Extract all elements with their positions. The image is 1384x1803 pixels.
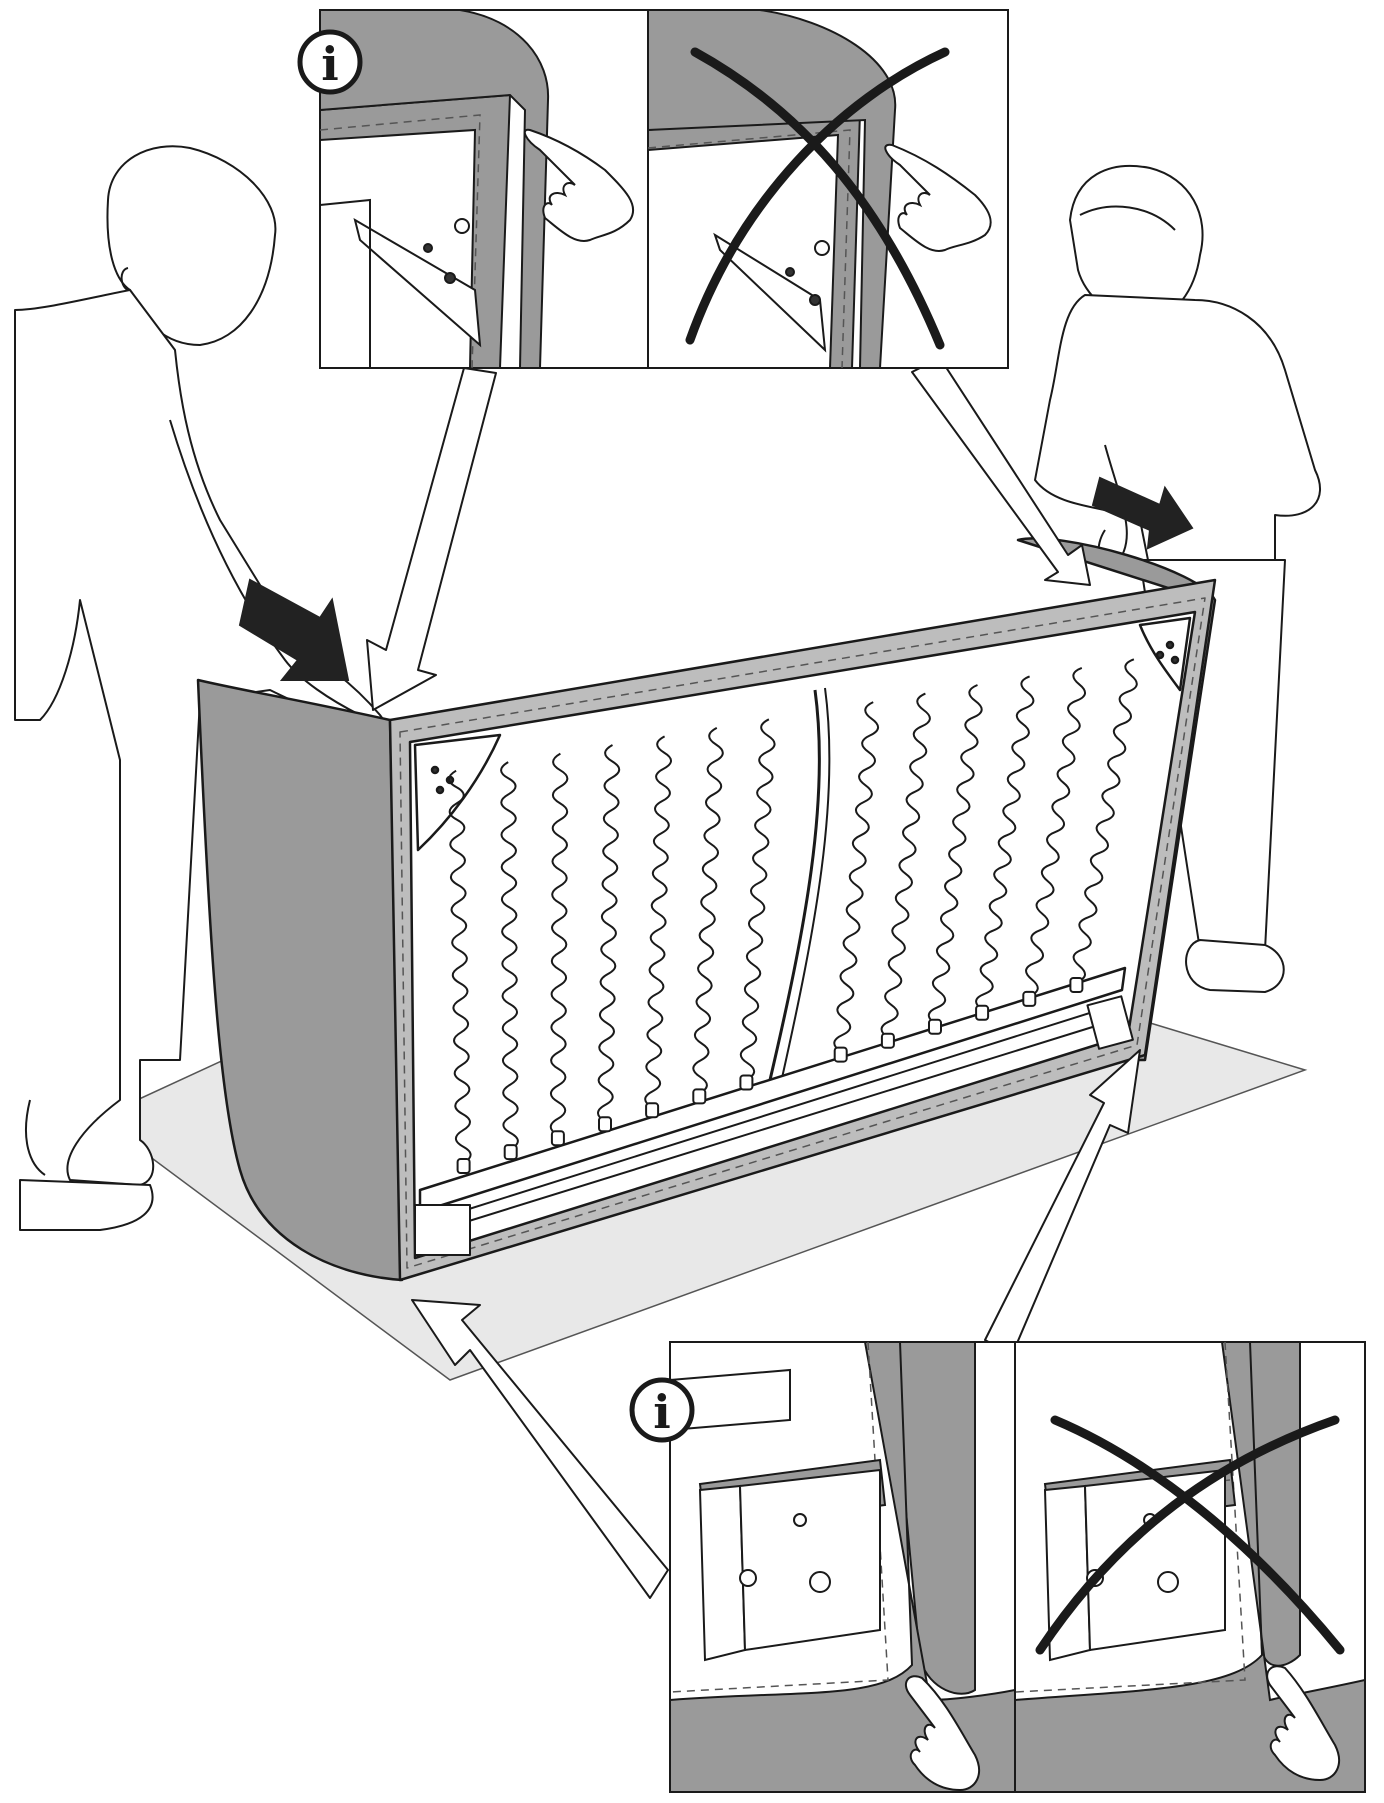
- spring: [1072, 658, 1138, 983]
- zigzag-springs: [448, 658, 1138, 1164]
- callout-arrows: [366, 357, 1141, 1599]
- callout-arrow-bottom-right-icon: [984, 1049, 1141, 1356]
- spring-clip: [739, 1074, 754, 1091]
- spring: [880, 692, 931, 1039]
- pointing-hand-icon: [884, 143, 992, 252]
- spring: [833, 701, 880, 1053]
- inset-bottom-incorrect: [1014, 1341, 1366, 1793]
- spring: [549, 752, 569, 1137]
- spring-clip: [1069, 977, 1084, 993]
- callout-arrow-top-right-icon: [911, 357, 1091, 586]
- push-arrow-right-icon: [1091, 476, 1194, 550]
- cross-mark-icon: [1035, 1415, 1345, 1655]
- spring: [927, 684, 983, 1025]
- spring-clip: [598, 1116, 612, 1133]
- cross-mark-icon: [685, 47, 950, 350]
- spring-clip: [975, 1004, 990, 1021]
- left-person-figure: [14, 145, 390, 1231]
- spring-clip: [833, 1046, 848, 1063]
- spring: [448, 769, 472, 1164]
- spring-clip: [456, 1158, 471, 1174]
- spring: [596, 744, 621, 1123]
- info-icon-glyph: i: [321, 37, 338, 91]
- spring: [692, 727, 724, 1095]
- spring-clip: [692, 1088, 707, 1105]
- spring-clip: [645, 1102, 660, 1119]
- info-icon-glyph: i: [653, 1385, 670, 1439]
- inset-bottom-correct: i: [629, 1341, 1016, 1793]
- spring: [975, 675, 1035, 1011]
- inset-top-correct: i: [297, 9, 649, 369]
- pointing-hand-icon: [904, 1675, 980, 1792]
- inset-top-incorrect: [647, 9, 1009, 369]
- pointing-hand-icon: [523, 128, 635, 242]
- spring-clip: [1022, 990, 1037, 1007]
- callout-arrow-top-left-icon: [366, 367, 497, 711]
- push-arrow-left-icon: [238, 578, 350, 681]
- sofa-frame: [196, 537, 1217, 1282]
- pointing-hand-icon: [1266, 1665, 1340, 1782]
- corner-bracket-bottom-left: [414, 1204, 471, 1256]
- spring-clip: [880, 1032, 895, 1049]
- spring: [1025, 666, 1086, 997]
- spring-clip: [503, 1144, 518, 1161]
- spring: [644, 735, 673, 1109]
- spring-clip: [550, 1130, 565, 1147]
- corner-bracket-top-right: [1138, 616, 1192, 692]
- spring-clips: [456, 977, 1084, 1174]
- callout-arrow-bottom-left-icon: [411, 1299, 669, 1599]
- spring-clip: [928, 1018, 942, 1035]
- left-armrest: [196, 678, 404, 1282]
- info-icon: [629, 1377, 695, 1443]
- spring: [500, 761, 519, 1150]
- info-icon: [297, 29, 363, 95]
- corner-bracket-bottom-right: [1086, 995, 1134, 1050]
- spring: [739, 718, 776, 1081]
